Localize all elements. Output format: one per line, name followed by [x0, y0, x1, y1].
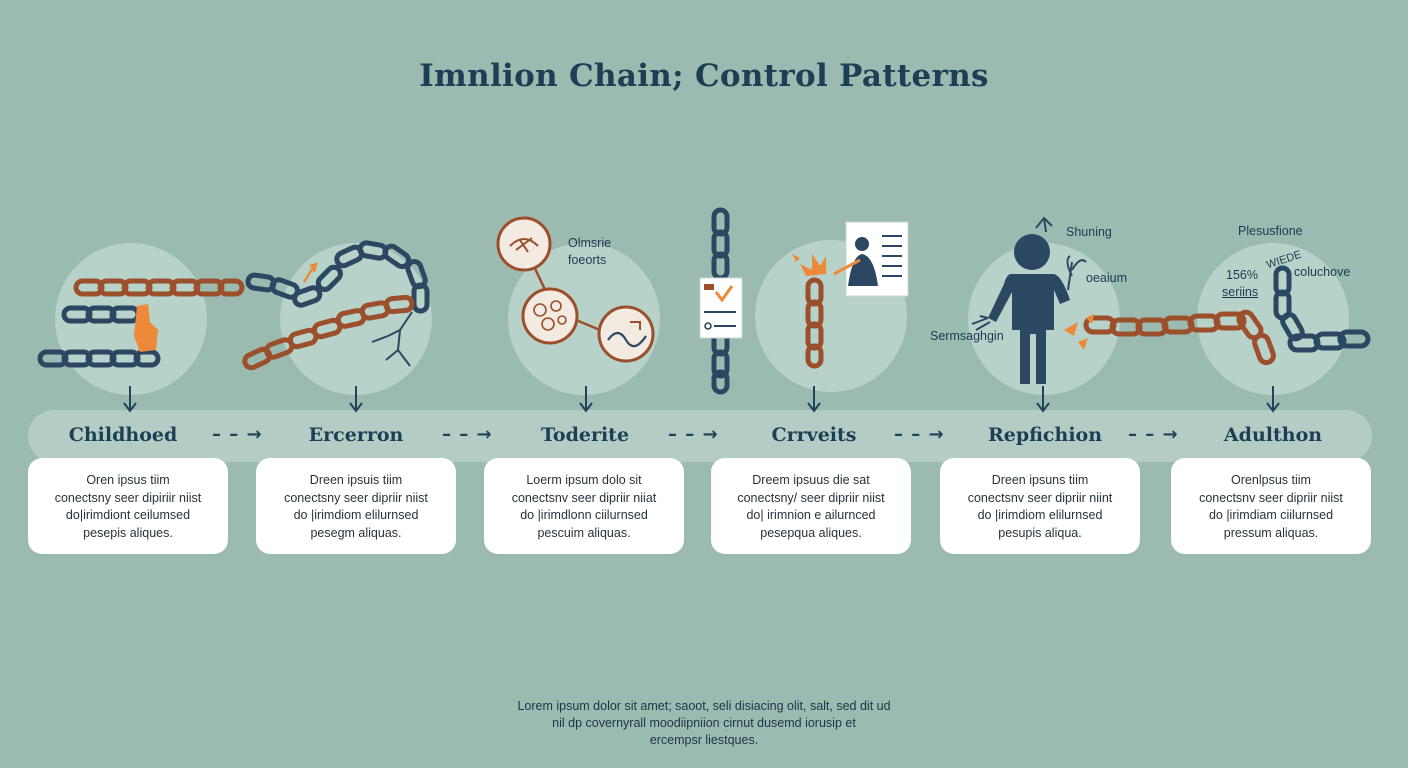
spark-icon [302, 262, 318, 283]
crack-icon [371, 311, 413, 367]
card-line: Loerm ipsum dolo sit [526, 473, 642, 487]
reaching-hand-icon [971, 315, 991, 331]
card-line: pesepis aliques. [83, 525, 173, 540]
dashed-arrow-icon: – – → [668, 424, 719, 445]
card-line: do|irimdiont ceilumsed [65, 508, 191, 522]
annotation-percent: 156% [1226, 268, 1258, 282]
annotation-shuning: Shuning [1066, 225, 1112, 239]
annotation-plesusfione: Plesusfione [1238, 224, 1303, 238]
flame-icon [792, 254, 861, 276]
crrveits-vertical-chains [711, 207, 824, 395]
stage-label-ercerron: Ercerron [308, 424, 404, 446]
plant-icon [1066, 255, 1087, 291]
card-line: conectsny seer dipiriir niist [54, 490, 202, 505]
person-icon [988, 234, 1070, 384]
card-line: do |irimdiom elilurnsed [293, 508, 419, 522]
ercerron-chains [242, 240, 430, 371]
footer-note: Lorem ipsum dolor sit amet; saoot, seli … [404, 698, 1004, 749]
stage-label-childhood: Childhoed [68, 424, 178, 446]
card-line: pescuim aliquas. [537, 525, 631, 540]
card-line: Oren ipsus tiim [86, 473, 170, 487]
card-line: conectsnv seer dipriir niiat [511, 490, 657, 505]
card-line: do| irimnion e ailurnced [746, 508, 876, 522]
stage-card-repfichion: Dreen ipsuns tiim conectsnv seer dipriir… [940, 458, 1140, 554]
card-line: pesupis aliqua. [998, 525, 1082, 540]
annotation-sermsaghgin: Sermsaghgin [930, 329, 1004, 343]
annotation-foeorts: foeorts [568, 253, 607, 267]
stage-circle-adulthon [1197, 243, 1349, 395]
card-line: do |irimdlonn ciilurnsed [520, 508, 648, 522]
card-line: pesepqua aliques. [760, 525, 862, 540]
clipboard-icon [699, 277, 743, 339]
hand-icon [134, 304, 158, 352]
card-line: conectsnv seer dipriir niint [967, 490, 1113, 505]
diagram-title: Imnlion Chain; Control Patterns [419, 58, 989, 94]
stage-label-adulthon: Adulthon [1223, 424, 1323, 446]
card-line: pressum aliquas. [1223, 525, 1319, 540]
stage-label-toderite: Toderite [540, 424, 630, 446]
dashed-arrow-icon: – – → [212, 424, 263, 445]
profile-card-icon [845, 221, 909, 297]
down-arrows [123, 386, 1280, 413]
card-line: do |irimdiam ciilurnsed [1208, 508, 1334, 522]
annotation-olmsrie: Olmsrie [568, 236, 612, 250]
card-line: conectsny seer dipriir niist [284, 490, 428, 505]
stage-card-crrveits: Dreem ipsuus die sat conectsny/ seer dip… [711, 458, 911, 554]
cells-node-icon [521, 287, 579, 345]
card-line: Orenlpsus tiim [1231, 473, 1311, 487]
antenna-icon [1035, 216, 1053, 233]
stage-card-childhood: Oren ipsus tiim conectsny seer dipiriir … [28, 458, 228, 554]
dashed-arrow-icon: – – → [1128, 424, 1179, 445]
dashed-arrow-icon: – – → [894, 424, 945, 445]
leaves-icon [1064, 314, 1094, 350]
stage-card-ercerron: Dreen ipsuis tiim conectsny seer dipriir… [256, 458, 456, 554]
card-line: do |irimdiom elilurnsed [977, 508, 1103, 522]
annotation-coluchove: coluchove [1294, 265, 1351, 279]
adulthon-chains [1273, 265, 1371, 353]
dashed-arrow-icon: – – → [442, 424, 493, 445]
card-line: conectsnv seer dipriir niist [1199, 490, 1343, 505]
stage-label-crrveits: Crrveits [771, 424, 857, 446]
toderite-nodes [496, 216, 655, 363]
annotation-seriins: seriins [1222, 285, 1259, 299]
footer-line: Lorem ipsum dolor sit amet; saoot, seli … [517, 699, 891, 713]
childhood-chains [37, 278, 245, 368]
stage-card-adulthon: Orenlpsus tiim conectsnv seer dipriir ni… [1171, 458, 1371, 554]
wave-node-icon [597, 305, 655, 363]
footer-line: nil dp covernyrall moodiipniion cirnut d… [552, 716, 856, 730]
stage-label-repfichion: Repfichion [987, 424, 1103, 446]
card-line: pesegm aliquas. [310, 525, 402, 540]
repfichion-chains [1083, 309, 1276, 366]
card-line: Dreem ipsuus die sat [752, 473, 870, 487]
card-line: Dreen ipsuis tiim [309, 473, 403, 487]
card-line: conectsny/ seer dipriir niist [737, 490, 885, 505]
stage-card-toderite: Loerm ipsum dolo sit conectsnv seer dipr… [484, 458, 684, 554]
footer-line: ercempsr liestques. [649, 733, 759, 747]
stage-band [28, 410, 1372, 462]
annotation-oeaium: oeaium [1086, 271, 1127, 285]
card-line: Dreen ipsuns tiim [991, 473, 1089, 487]
